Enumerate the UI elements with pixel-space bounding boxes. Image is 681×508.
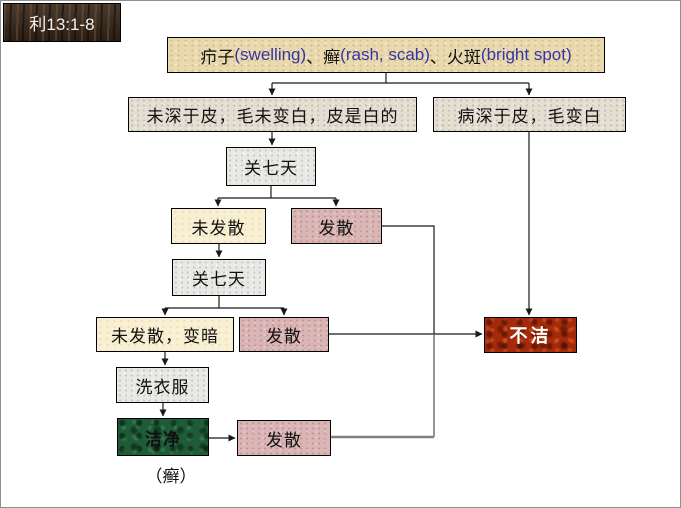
node-label: 未发散，变暗 <box>111 327 219 346</box>
footnote-rash: （癣） <box>145 467 197 486</box>
symptom-term-cn: 疖子 <box>200 47 235 67</box>
node-label: 未发散 <box>191 218 246 238</box>
node-symptoms: 疖子(swelling)、癣(rash, scab)、火斑(bright spo… <box>167 37 605 73</box>
node-spread-1: 发散 <box>291 208 382 244</box>
node-label: 病深于皮，毛变白 <box>457 107 602 126</box>
node-quarantine-seven-days-2: 关七天 <box>172 259 266 296</box>
symptom-term-en: (rash, scab) <box>340 45 430 64</box>
node-spread-2: 发散 <box>239 317 329 352</box>
node-label: 关七天 <box>192 270 246 289</box>
symptom-term-cn: 、火斑 <box>429 47 481 67</box>
node-label: 发散 <box>318 218 355 238</box>
node-label: 未深于皮，毛未变白，皮是白的 <box>146 107 399 126</box>
verse-reference-label: 利13:1-8 <box>29 15 95 34</box>
node-label: 关七天 <box>244 159 298 178</box>
node-deeper-than-skin: 病深于皮，毛变白 <box>433 97 626 132</box>
node-not-deep-in-skin: 未深于皮，毛未变白，皮是白的 <box>128 97 417 132</box>
node-not-spread-1: 未发散 <box>171 208 266 244</box>
symptom-term-en: (swelling) <box>234 45 307 64</box>
symptom-term-en: (bright spot) <box>480 45 572 64</box>
node-label: 发散 <box>266 327 302 346</box>
node-unclean: 不洁 <box>484 317 577 353</box>
node-label: 洗衣服 <box>135 377 190 397</box>
node-label: 发散 <box>266 430 302 450</box>
node-clean: 洁净 <box>117 418 209 456</box>
node-quarantine-seven-days-1: 关七天 <box>226 147 316 186</box>
node-spread-3: 发散 <box>237 420 331 456</box>
node-not-spread-dimmed: 未发散，变暗 <box>96 317 234 352</box>
symptom-term-cn: 、癣 <box>306 47 341 67</box>
node-label: 洁净 <box>145 429 181 449</box>
node-label: 不洁 <box>509 326 552 346</box>
verse-reference-badge: 利13:1-8 <box>3 3 121 42</box>
node-wash-clothes: 洗衣服 <box>116 367 209 403</box>
